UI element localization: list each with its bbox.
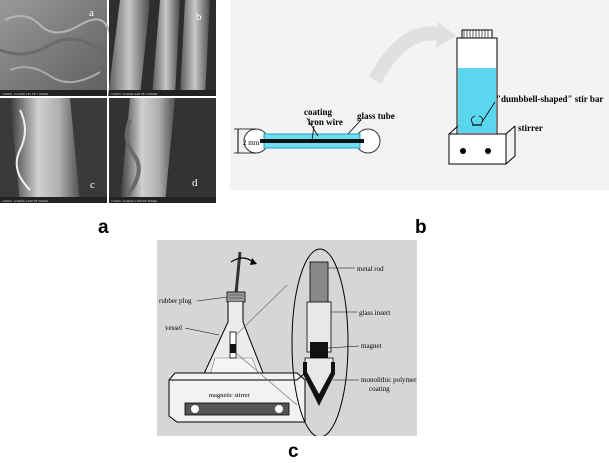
stirrer-label: stirrer [518,123,543,133]
sem-micrograph-grid: a b c d 10.0kV 13.1mm x35 SE 1.00mm 10.0… [0,0,216,203]
coating-label-line2: coating [369,385,390,393]
sem-caption-b: 10.0kV 13.2mm x40 SE 1.00mm [111,92,158,96]
stir-bar-label: "dumbbell-shaped" stir bar [496,94,603,104]
sem-letter-b: b [196,11,202,23]
sem-caption-a: 10.0kV 13.1mm x35 SE 1.00mm [2,92,49,96]
sem-letter-a: a [89,7,94,19]
metal-rod-label: metal rod [357,265,384,273]
sem-image-d [109,98,216,203]
iron-wire-label: iron wire [308,117,343,127]
sem-image-a [0,0,111,96]
scale-bar: 2 mm [234,128,260,154]
magnetic-stirrer-label: magnetic stirrer [209,392,251,399]
rubber-plug-label: rubber plug [159,297,192,305]
polymer-coating [303,362,335,406]
sem-image-c [0,98,107,203]
panel-label-b: b [415,217,427,238]
panel-a: a b c d 10.0kV 13.1mm x35 SE 1.00mm 10.0… [0,0,216,203]
curved-arrow-icon [368,26,444,84]
iron-wire [260,139,364,143]
vial [456,29,498,135]
panel-b: 2 mm coating iron wire glass tube "dumbb… [230,0,609,200]
solution-liquid [458,68,496,133]
magnet-label: magnet [361,342,382,350]
panel-label-a: a [98,217,109,238]
rubber-plug [226,291,246,303]
stirrer-box [448,125,516,165]
coating-label: coating [304,107,332,117]
dumbbell-stir-bar [243,128,381,154]
sem-caption-c: 10.0kV 12.9mm x100 SE 500um [2,199,48,203]
sem-letter-c: c [90,179,95,191]
sem-caption-d: 10.0kV 12.9mm x100 SE 500um [111,199,157,203]
coating-label-line1: monolithic polymer [361,376,417,384]
scale-bar-label: 2 mm [243,139,260,147]
vessel-label: vessel [165,324,182,332]
magnet-block [310,342,328,362]
glass-tube-label: glass tube [357,111,395,121]
glass-insert-label: glass insert [359,309,390,317]
panel-c: rubber plug vessel magnetic stirrer meta… [157,240,417,438]
sem-letter-d: d [192,177,198,189]
sem-image-b [108,0,216,96]
panel-label-c: c [288,441,299,462]
